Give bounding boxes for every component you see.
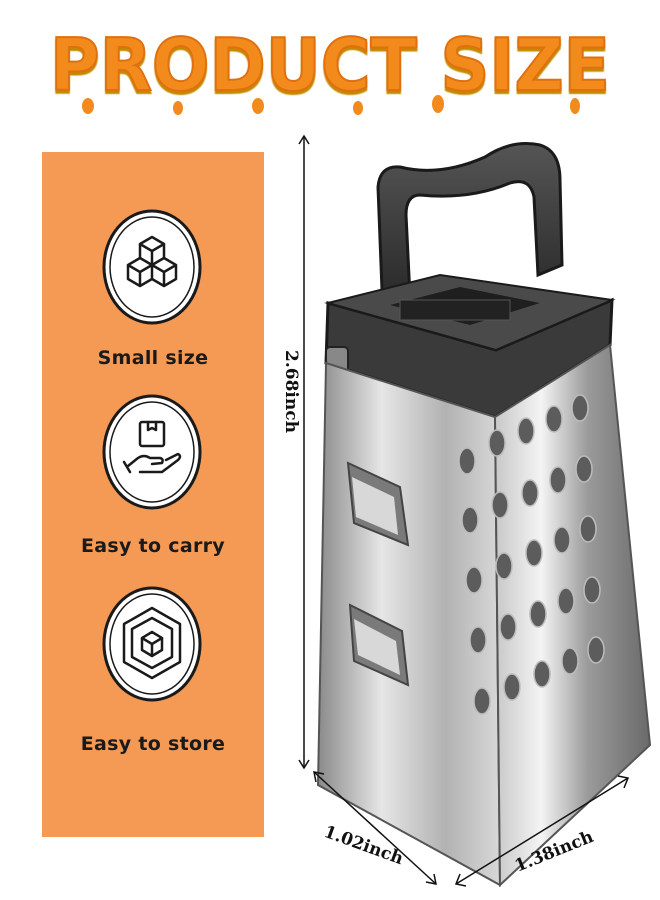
product-size-title: PRODUCT SIZE xyxy=(49,22,611,115)
features-panel: Small size Easy to carry Easy to store xyxy=(42,152,264,837)
cube-storage-icon xyxy=(102,586,202,702)
height-dimension-line xyxy=(298,134,310,770)
drip-decorations xyxy=(82,95,580,115)
hand-box-icon xyxy=(102,394,202,510)
feature-label-easy-to-store: Easy to store xyxy=(80,733,226,755)
cubes-icon xyxy=(102,209,202,325)
feature-label-small-size: Small size xyxy=(97,347,209,369)
width-dimension-line xyxy=(454,775,630,887)
grater-product-image xyxy=(316,142,652,888)
feature-label-easy-to-carry: Easy to carry xyxy=(81,535,225,557)
title-text: PRODUCT SIZE xyxy=(50,23,610,107)
depth-dimension-line xyxy=(313,771,437,885)
